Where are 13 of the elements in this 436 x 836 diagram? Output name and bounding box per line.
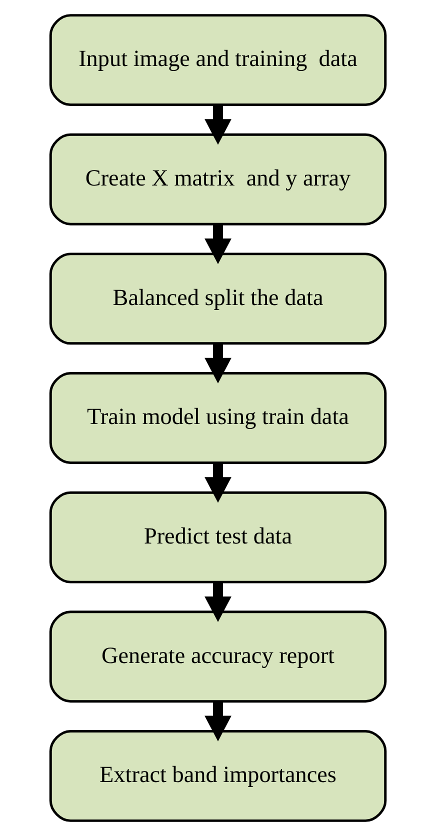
arrow (204, 582, 232, 622)
arrow (204, 224, 232, 264)
arrow (204, 104, 232, 145)
node-box: Predict test data (49, 491, 387, 584)
node-box: Create X matrix and y array (49, 133, 387, 226)
arrow (204, 344, 232, 384)
node-box: Generate accuracy report (49, 610, 387, 703)
node-box: Input image and training data (49, 14, 387, 106)
arrow (204, 462, 232, 503)
arrow (204, 701, 232, 742)
node-box: Train model using train data (49, 372, 387, 464)
node-box: Extract band importances (49, 730, 387, 822)
node-box: Balanced split the data (49, 252, 387, 345)
